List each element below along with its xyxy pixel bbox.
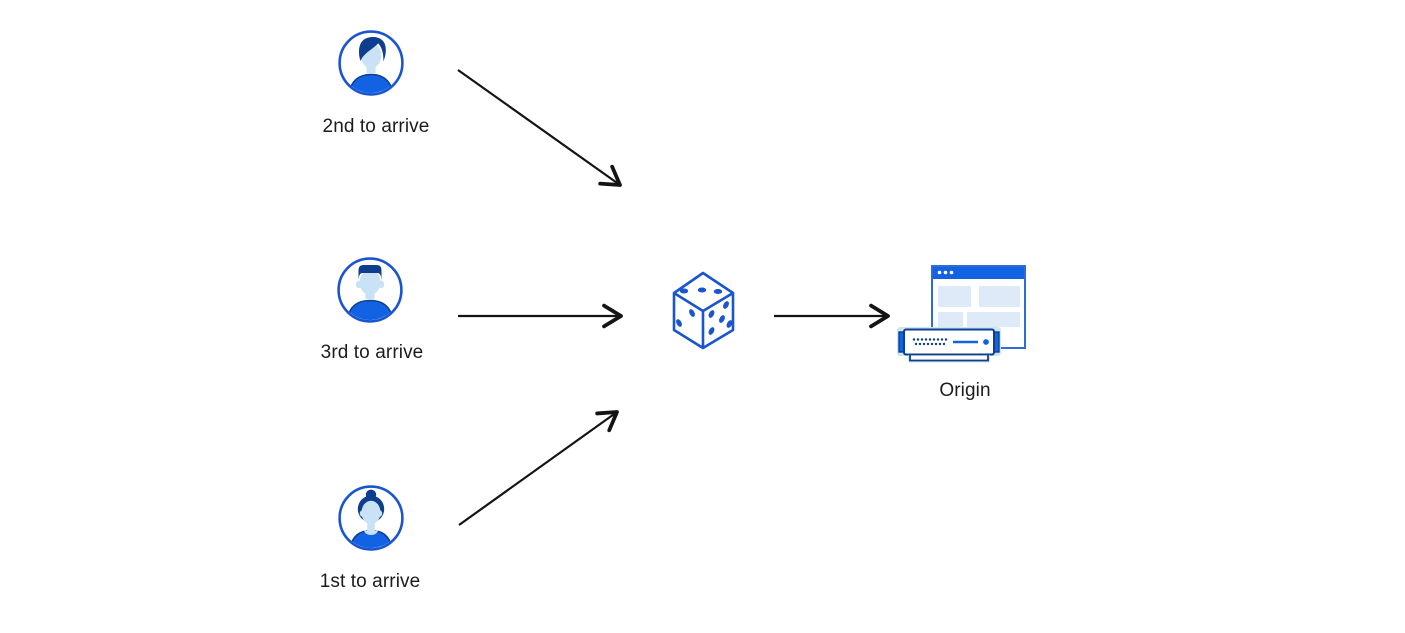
client-1st-to-arrive [338, 485, 404, 551]
client-3rd-to-arrive [337, 257, 403, 323]
client-label-2nd: 2nd to arrive [322, 116, 430, 137]
dice-icon [672, 271, 735, 350]
origin [895, 262, 1030, 364]
arrow-client1-to-dice [458, 410, 619, 526]
browser-window-server-icon [897, 265, 1026, 363]
avatar-male-swept-hair-icon [338, 30, 404, 96]
client-label-1st: 1st to arrive [319, 571, 421, 592]
avatar-male-flat-top-icon [337, 257, 403, 323]
randomizer [668, 268, 740, 354]
client-2nd-to-arrive [338, 30, 404, 96]
server-vents [912, 338, 948, 346]
arrow-client2-to-dice [457, 69, 622, 187]
avatar-female-bun-icon [338, 485, 404, 551]
server-icon [897, 327, 1001, 363]
client-label-3rd: 3rd to arrive [320, 342, 424, 363]
origin-label: Origin [939, 380, 991, 401]
dice-pips [676, 287, 733, 335]
